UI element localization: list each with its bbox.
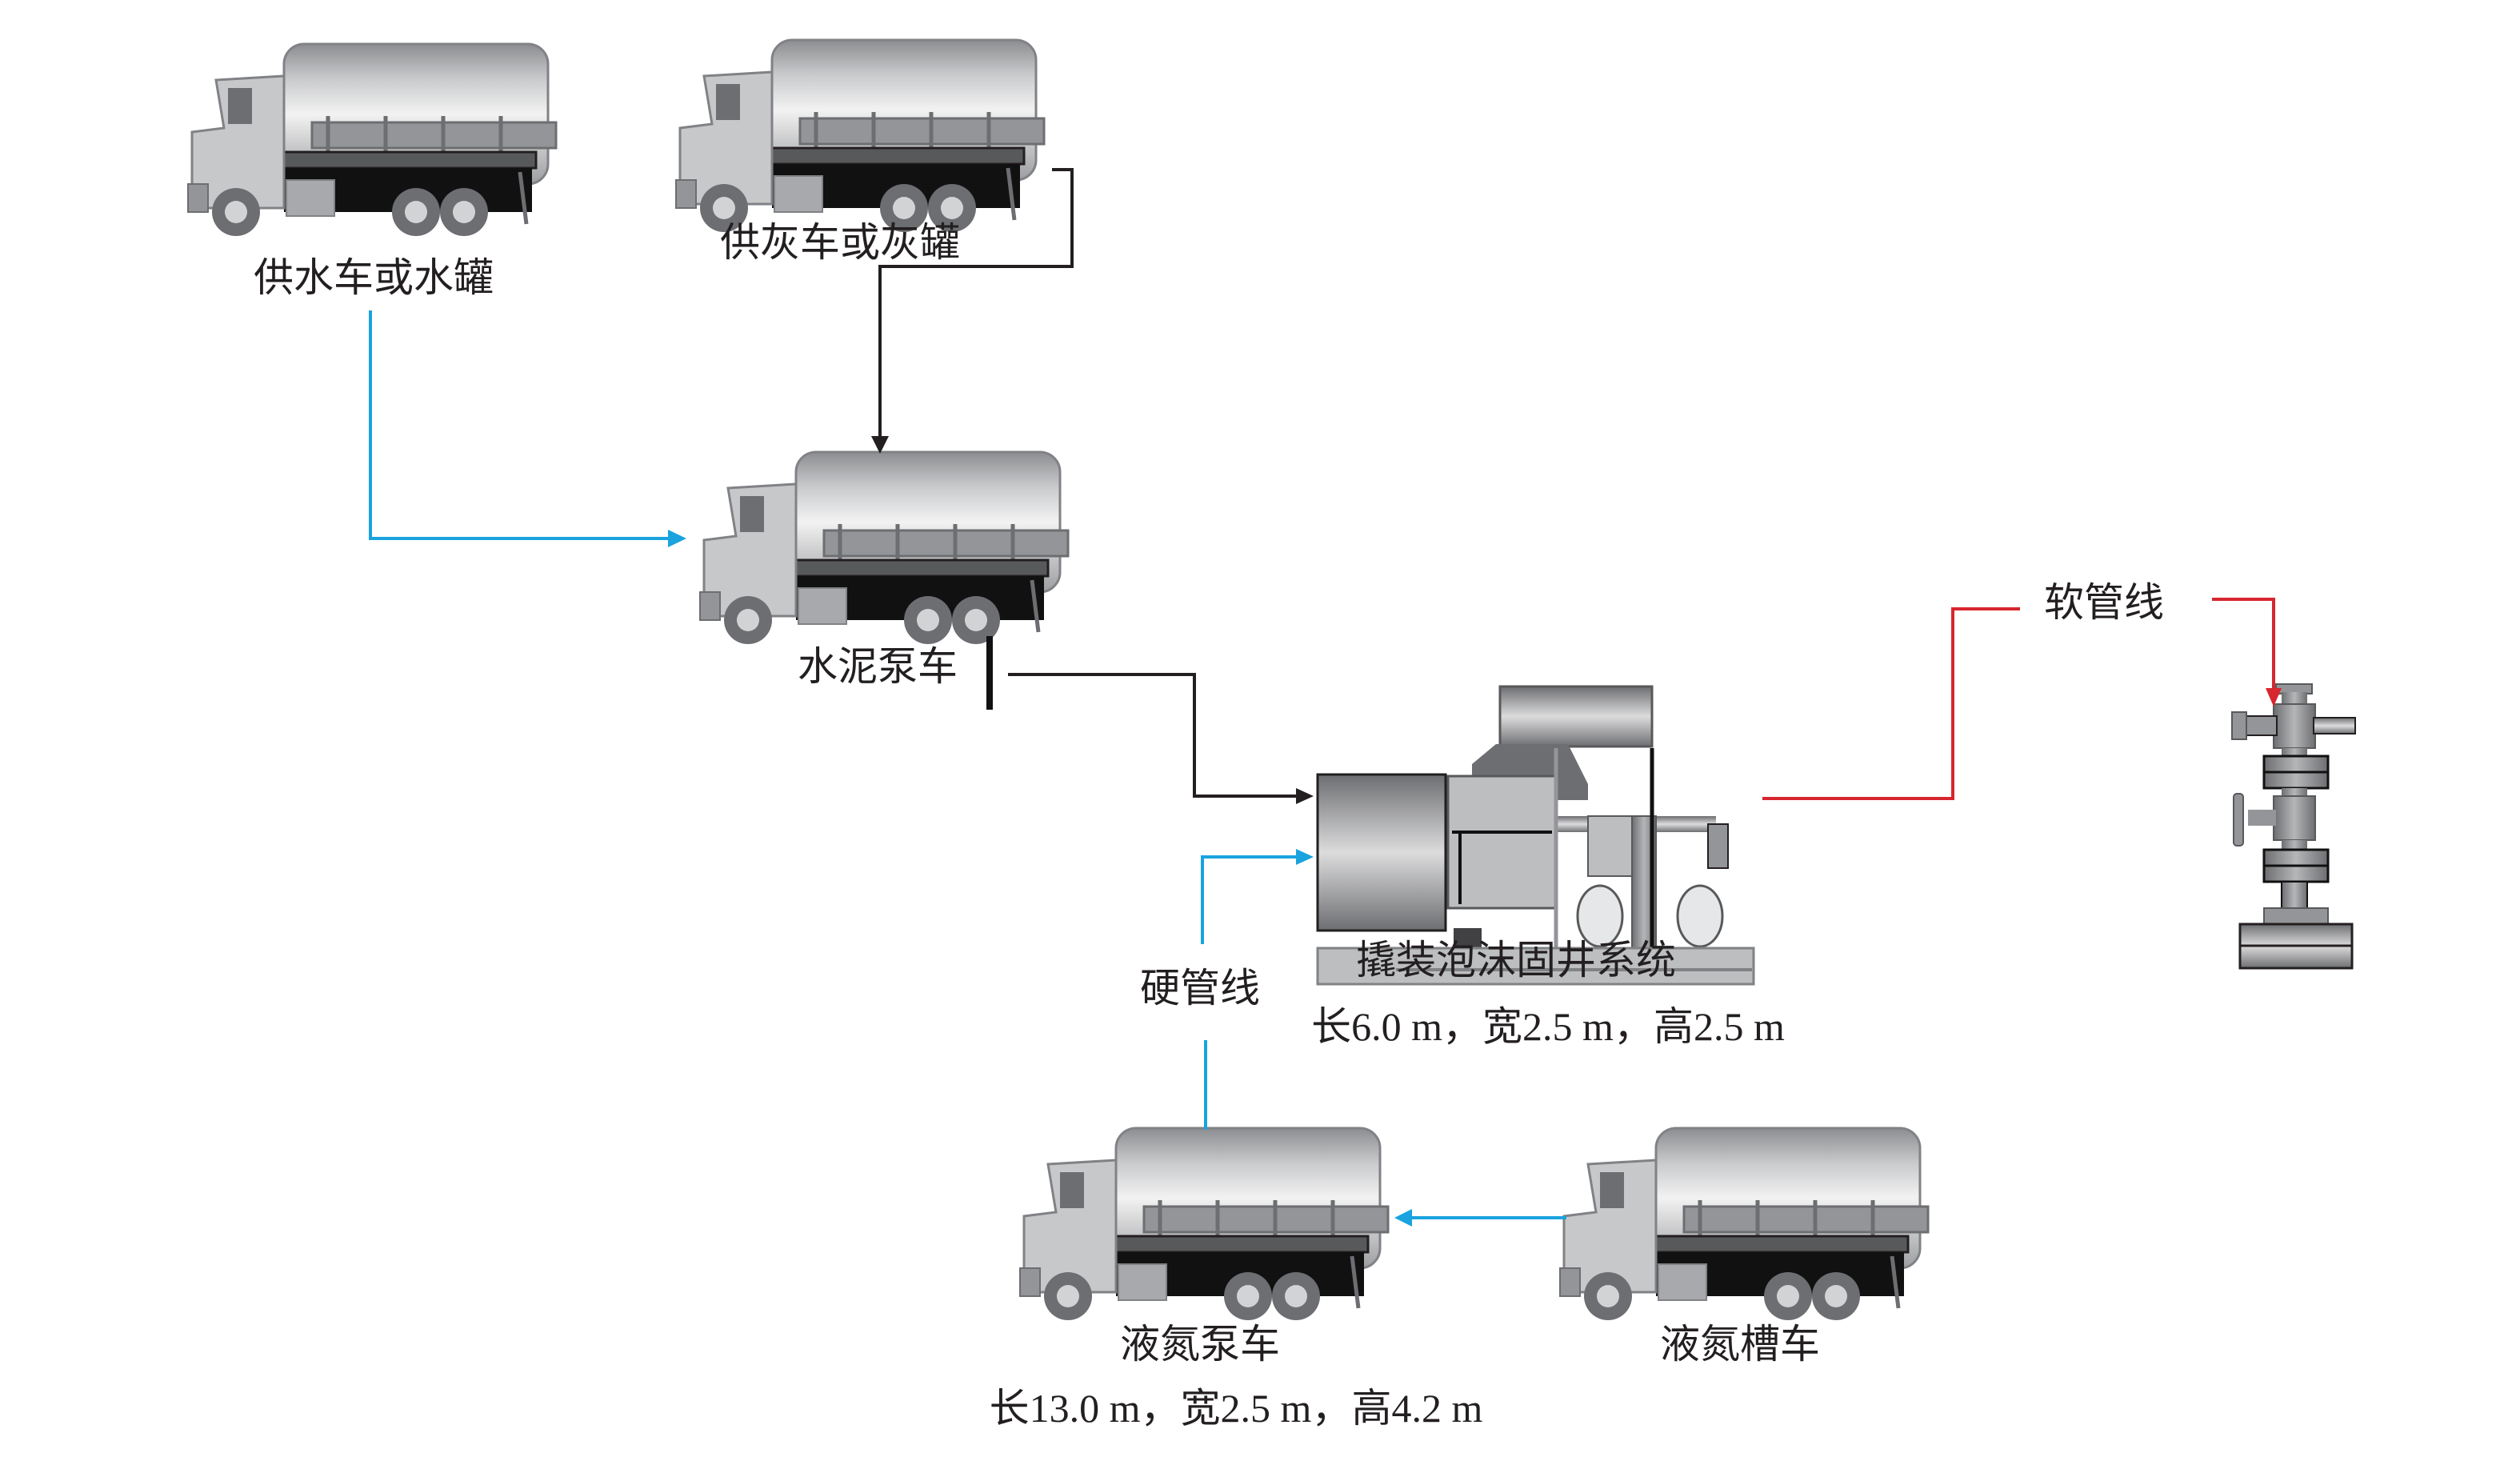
connector-cement-pump-to-skid: [1008, 673, 1296, 798]
cement-pump-truck: [700, 452, 1068, 644]
wellhead-christmas-tree-icon: [2231, 683, 2356, 970]
label-cement-supply-truck: 供灰车或灰罐: [720, 219, 960, 266]
arrowhead-black: [871, 436, 889, 454]
skid-pump-unit-icon: [1316, 685, 1755, 986]
liquid-nitrogen-tanker: [1560, 1128, 1928, 1320]
tanker-truck-icon: [1560, 1128, 1928, 1320]
label-soft-line: 软管线: [2044, 579, 2164, 626]
arrowhead-black: [1296, 788, 1314, 804]
tanker-truck-icon: [1020, 1128, 1388, 1320]
arrowhead-red: [2266, 688, 2282, 706]
label-liquid-nitrogen-tanker: 液氮槽车: [1660, 1321, 1820, 1367]
label-liquid-nitrogen-pump-truck: 液氮泵车: [1120, 1321, 1280, 1367]
connector-hard-line-upper: [1201, 855, 1296, 944]
cement-pump-outlet-bar: [986, 636, 993, 710]
arrowhead-blue: [1296, 849, 1314, 865]
wellhead: [2231, 683, 2356, 970]
label-hard-line: 硬管线: [1140, 965, 1260, 1011]
arrowhead-blue: [668, 530, 686, 547]
tanker-truck-icon: [188, 44, 556, 236]
connector-soft-line: [1762, 598, 2275, 800]
cement-supply-truck: [676, 40, 1044, 232]
n2-pump-truck-dimensions: 长13.0 m，宽2.5 m，高4.2 m: [989, 1386, 1483, 1431]
skid-dimensions: 长6.0 m，宽2.5 m，高2.5 m: [1311, 1004, 1785, 1049]
arrowhead-blue: [1394, 1209, 1412, 1227]
label-water-supply-truck: 供水车或水罐: [254, 254, 494, 301]
liquid-nitrogen-pump-truck: [1020, 1128, 1388, 1320]
label-foam-cementing-skid: 撬装泡沫固井系统: [1356, 937, 1676, 983]
tanker-truck-icon: [676, 40, 1044, 232]
foam-cementing-skid: [1316, 685, 1755, 986]
water-supply-truck: [188, 44, 556, 236]
connector-cement-supply-to-cement-pump: [878, 168, 1074, 436]
label-cement-pump-truck: 水泥泵车: [798, 643, 958, 690]
connector-water-to-cement-pump: [369, 310, 668, 540]
tanker-truck-icon: [700, 452, 1068, 644]
